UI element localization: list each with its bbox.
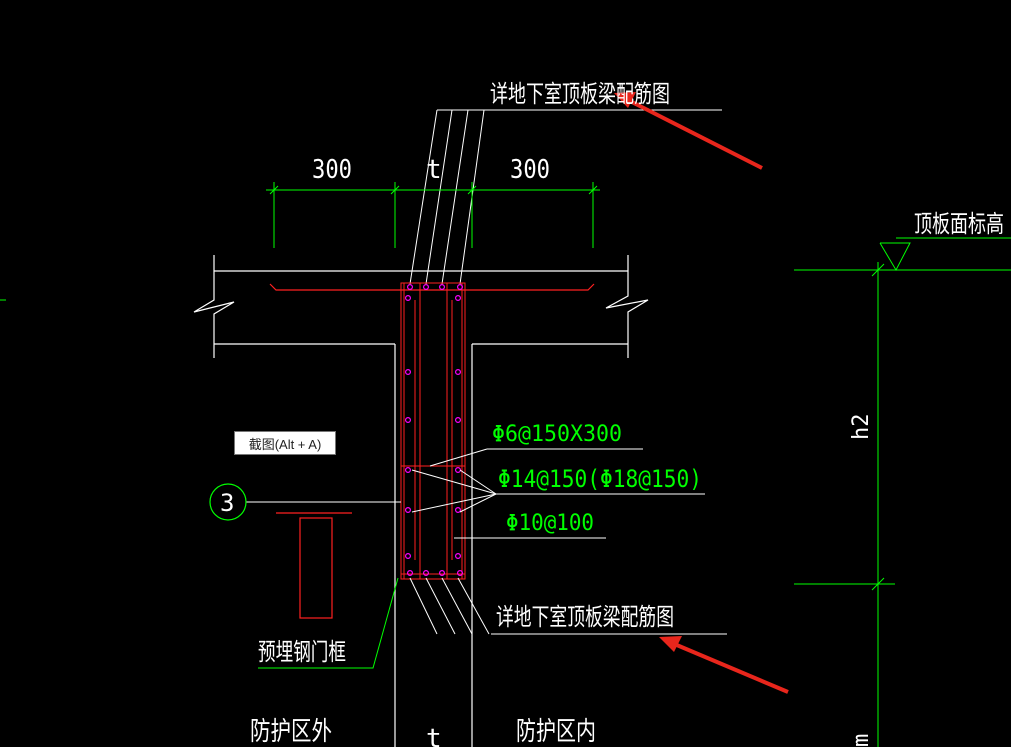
elevation-marker: [794, 237, 1011, 747]
red-arrow-bottom: [659, 636, 789, 694]
rebar-dot: [423, 284, 430, 291]
stirrup-spec: Φ6@150X300: [492, 422, 622, 447]
rebar-dot: [405, 467, 412, 474]
wall-thickness-label: t: [426, 724, 442, 747]
rebar-dot: [423, 569, 430, 576]
rebar-dot: [457, 284, 464, 291]
callout-circle: [209, 483, 247, 521]
rebar-dot: [455, 467, 462, 474]
rebar-dot: [407, 569, 414, 576]
rebar-dot: [455, 507, 462, 514]
rebar-dot: [407, 284, 414, 291]
bottom-detail-note: 详地下室顶板梁配筋图: [496, 603, 674, 631]
rebar-dot: [455, 369, 462, 376]
tooltip-text: 截图(Alt + A): [248, 436, 322, 452]
height-label: h2: [849, 414, 874, 441]
rebar-dot: [405, 552, 412, 559]
dim-mid-value: t: [426, 155, 442, 185]
slab-elevation-label: 顶板面标高: [914, 210, 1004, 238]
height-label-bottom: m: [849, 734, 874, 747]
dim-right-value: 300: [510, 155, 550, 185]
top-leader-lines: [409, 109, 722, 285]
rebar-dot: [439, 284, 446, 291]
top-detail-note: 详地下室顶板梁配筋图: [490, 80, 670, 108]
rebar-dot: [405, 417, 412, 424]
rebar-dot: [439, 569, 446, 576]
outside-zone-label: 防护区外: [250, 717, 332, 747]
bottom-leader-lines: [409, 577, 727, 635]
door-frame: [276, 512, 352, 619]
concrete-outline: [193, 255, 649, 747]
door-frame-leader: [258, 577, 399, 669]
dim-left-value: 300: [312, 155, 352, 185]
main-bar-spec: Φ14@150(Φ18@150): [498, 465, 702, 493]
red-arrow-top: [614, 92, 763, 170]
wall-rebar: [400, 282, 466, 580]
rebar-dot: [457, 569, 464, 576]
callout-number: 3: [220, 489, 234, 517]
screenshot-tooltip: 截图(Alt + A): [234, 431, 336, 455]
inside-zone-label: 防护区内: [516, 717, 596, 747]
tie-spec: Φ10@100: [506, 511, 594, 536]
rebar-dot: [455, 552, 462, 559]
rebar-dot: [405, 295, 412, 302]
rebar-dot: [405, 369, 412, 376]
rebar-dot: [405, 507, 412, 514]
slab-rebar: [269, 283, 595, 291]
rebar-dot: [455, 417, 462, 424]
spec-leaders: [246, 448, 705, 539]
rebar-dots: [405, 284, 464, 576]
top-dimension: [266, 182, 600, 248]
rebar-dot: [455, 295, 462, 302]
embedded-frame-label: 预埋钢门框: [258, 638, 346, 666]
